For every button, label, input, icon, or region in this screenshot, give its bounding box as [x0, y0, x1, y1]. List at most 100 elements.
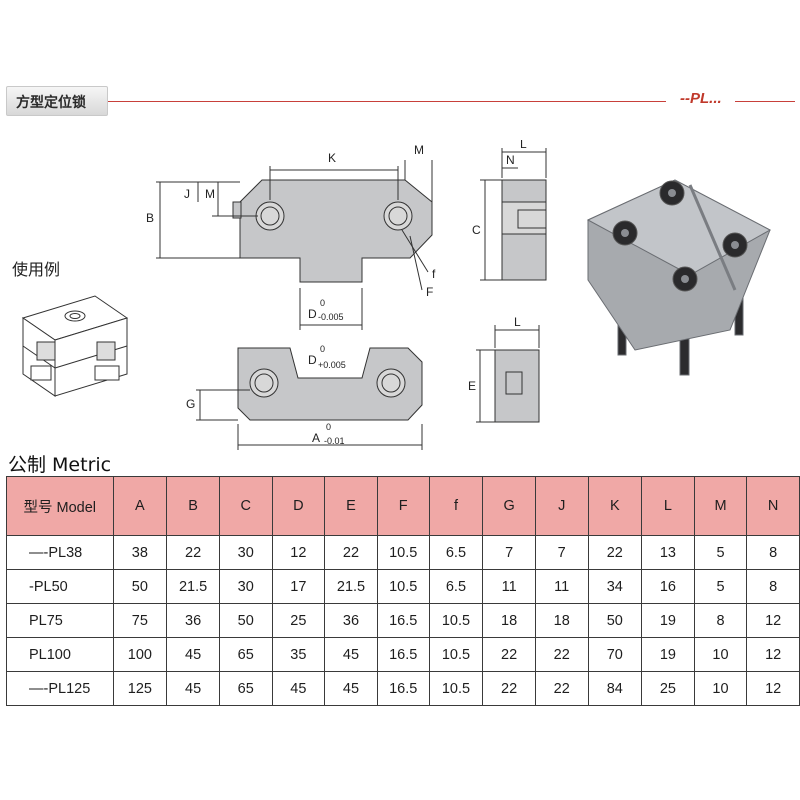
model-cell: PL100	[6, 637, 114, 672]
table-cell: 100	[112, 637, 168, 672]
table-cell: 12	[746, 671, 800, 706]
table-cell: 65	[218, 671, 273, 706]
column-header: J	[534, 476, 589, 536]
table-cell: 13	[641, 535, 695, 570]
table-cell: 11	[482, 569, 536, 604]
section-title-tab: 方型定位锁	[6, 86, 108, 116]
table-cell: 7	[482, 535, 536, 570]
table-cell: 50	[218, 603, 273, 638]
dim-label-a-sup: 0	[326, 422, 331, 432]
table-cell: 12	[271, 535, 326, 570]
table-cell: 45	[166, 637, 220, 672]
table-cell: 45	[166, 671, 220, 706]
table-cell: 65	[218, 637, 273, 672]
table-cell: 10.5	[428, 603, 484, 638]
dim-label-e: E	[468, 379, 476, 393]
table-cell: 35	[271, 637, 326, 672]
model-cell: —-PL125	[6, 671, 114, 706]
table-cell: 7	[534, 535, 589, 570]
dim-label-f-large: F	[426, 285, 433, 299]
dim-label-b: B	[146, 211, 154, 225]
table-cell: 8	[746, 535, 800, 570]
table-cell: 6.5	[428, 535, 484, 570]
column-header: K	[587, 476, 643, 536]
table-cell: 125	[112, 671, 168, 706]
dim-label-l-top: L	[520, 140, 527, 151]
dim-label-d-top-sup: 0	[320, 298, 325, 308]
dim-label-f-small: f	[432, 267, 436, 281]
plate-top-view	[239, 179, 433, 283]
dim-label-g: G	[186, 397, 195, 411]
dim-label-d-bot-sup: 0	[320, 344, 325, 354]
table-cell: 30	[218, 569, 273, 604]
column-header: C	[218, 476, 273, 536]
table-cell: 16.5	[376, 637, 430, 672]
table-cell: 22	[534, 637, 589, 672]
table-cell: 34	[587, 569, 643, 604]
header-rule-left	[106, 101, 666, 102]
table-cell: 18	[534, 603, 589, 638]
table-cell: 50	[112, 569, 168, 604]
table-cell: 16	[641, 569, 695, 604]
header-rule-right	[735, 101, 795, 102]
table-cell: 22	[534, 671, 589, 706]
table-cell: 25	[641, 671, 695, 706]
table-cell: 36	[166, 603, 220, 638]
column-header: F	[376, 476, 430, 536]
column-header: D	[271, 476, 326, 536]
table-cell: 19	[641, 603, 695, 638]
dim-label-a-sub: -0.01	[324, 436, 345, 446]
model-cell: —-PL38	[6, 535, 114, 570]
usage-example-label: 使用例	[12, 260, 61, 279]
table-cell: 6.5	[428, 569, 484, 604]
side-view-e	[494, 349, 540, 423]
usage-example-drawing	[21, 295, 129, 397]
dim-label-n: N	[506, 153, 515, 167]
table-cell: 45	[324, 671, 378, 706]
model-cell: -PL50	[6, 569, 114, 604]
table-cell: 10.5	[428, 637, 484, 672]
column-header: A	[112, 476, 168, 536]
column-header: N	[746, 476, 800, 536]
table-cell: 22	[482, 671, 536, 706]
table-cell: 10	[693, 637, 748, 672]
column-header: E	[324, 476, 378, 536]
table-cell: 30	[218, 535, 273, 570]
table-cell: 18	[482, 603, 536, 638]
table-cell: 16.5	[376, 671, 430, 706]
table-cell: 84	[587, 671, 643, 706]
column-header: B	[166, 476, 220, 536]
table-cell: 38	[112, 535, 168, 570]
dim-label-l-bot: L	[514, 315, 521, 329]
table-cell: 11	[534, 569, 589, 604]
table-cell: 10.5	[376, 569, 430, 604]
table-cell: 21.5	[166, 569, 220, 604]
model-cell: PL75	[6, 603, 114, 638]
plate-bottom-view	[237, 347, 423, 421]
table-cell: 45	[324, 637, 378, 672]
table-cell: 22	[482, 637, 536, 672]
dim-label-a: A	[312, 431, 320, 445]
table-cell: 22	[324, 535, 378, 570]
dim-label-j: J	[184, 187, 190, 201]
table-cell: 19	[641, 637, 695, 672]
table-cell: 5	[693, 535, 748, 570]
dimension-drawings: K M B J M f F D 0 -0.005 D 0 +0.005 G A …	[146, 140, 547, 450]
table-cell: 45	[271, 671, 326, 706]
table-cell: 10.5	[376, 535, 430, 570]
metric-label: 公制 Metric	[8, 454, 112, 476]
dim-label-k: K	[328, 151, 336, 165]
table-cell: 10	[693, 671, 748, 706]
column-header: 型号 Model	[6, 476, 114, 536]
table-cell: 10.5	[428, 671, 484, 706]
model-code-title: --PL...	[680, 90, 722, 107]
table-cell: 22	[166, 535, 220, 570]
column-header: f	[428, 476, 484, 536]
table-cell: 16.5	[376, 603, 430, 638]
column-header: G	[482, 476, 536, 536]
